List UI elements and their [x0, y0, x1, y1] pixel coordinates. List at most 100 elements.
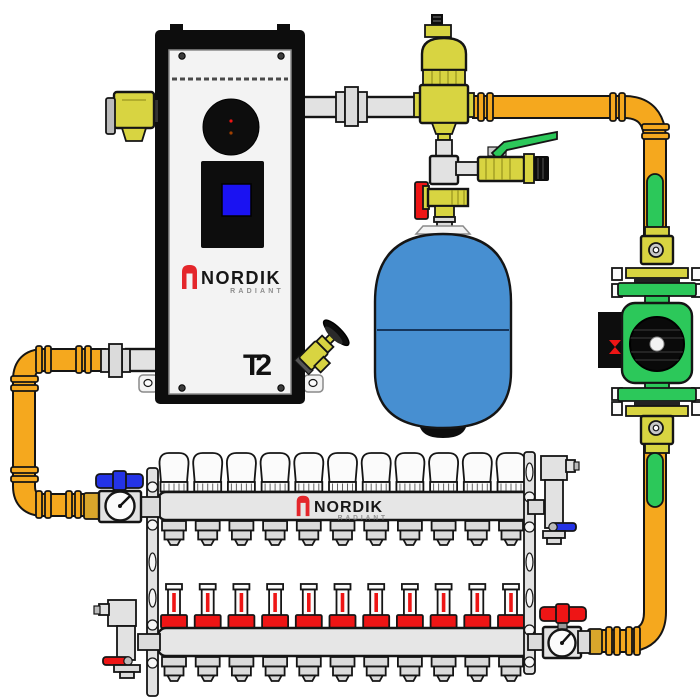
boiler-top-tab — [170, 24, 183, 32]
boiler-drain-valve — [293, 319, 350, 376]
manifold-outlet — [363, 520, 390, 532]
pipe-union — [335, 91, 346, 123]
manifold-outlet — [295, 520, 322, 532]
return-pipe-right-lower — [587, 440, 667, 656]
manifold-outlet — [464, 656, 491, 668]
boiler-brand-logo: NORDIK RADIANT — [182, 265, 284, 295]
pump-shaft-cap — [649, 336, 665, 352]
manifold-outlet — [498, 656, 524, 668]
pipe-coupling — [477, 92, 485, 122]
auto-air-vent-cap — [431, 14, 443, 25]
supply-manifold-end-vent — [527, 455, 580, 545]
return-manifold-end-vent — [93, 599, 161, 679]
vent-body — [544, 479, 564, 529]
sight-glass — [202, 98, 260, 156]
manifold-outlet — [430, 656, 457, 668]
flow-meter-level — [475, 593, 480, 612]
actuator-cap — [495, 452, 527, 483]
flow-meter-base — [227, 614, 256, 629]
return-manifold-bar — [156, 626, 532, 658]
actuator-cap — [192, 452, 224, 483]
flow-meter-level — [307, 593, 311, 612]
actuator-cap — [158, 452, 190, 483]
actuator-cap — [360, 452, 392, 483]
pipe-coupling — [35, 490, 43, 519]
boiler-brand-tagline: RADIANT — [230, 288, 284, 295]
pump-indicator — [609, 340, 621, 347]
flow-meters — [160, 583, 525, 629]
pipe-coupling — [625, 626, 633, 656]
tank-valve-body — [426, 187, 470, 208]
pipe-coupling — [10, 375, 39, 383]
actuator-cap — [225, 452, 257, 483]
display-screen — [221, 183, 252, 217]
flow-meter-level — [408, 593, 412, 612]
manifold-outlet — [161, 520, 187, 532]
manifold-outlet — [161, 656, 187, 668]
manifold-outlet — [295, 656, 322, 668]
fill-valve-body — [476, 155, 526, 183]
actuator-cap — [293, 452, 325, 483]
nordik-n-icon — [182, 265, 197, 289]
manifold-outlet — [262, 656, 289, 668]
return-manifold-outlet-valve — [527, 603, 591, 660]
pipe-coupling — [609, 92, 617, 122]
boiler-supply-pipe — [301, 86, 423, 127]
manifold-outlet — [228, 520, 255, 532]
manifold-brand: NORDIK — [314, 499, 383, 516]
flow-meter-base — [328, 614, 357, 629]
return-outlets — [161, 656, 524, 682]
actuator-cap — [394, 452, 426, 483]
brass-adapter — [83, 492, 101, 520]
vent-hex — [424, 24, 452, 38]
flow-meter-level — [340, 593, 345, 612]
pipe-coupling — [10, 466, 39, 474]
fill-valve — [476, 130, 558, 184]
vent-head — [540, 455, 568, 481]
pipe-coupling — [641, 123, 670, 131]
manifold-brand-logo: NORDIK RADIANT — [296, 495, 385, 522]
pipe-coupling — [605, 626, 613, 656]
nordik-n-icon — [296, 495, 310, 517]
vent-head — [107, 599, 137, 627]
actuator-cap — [259, 452, 291, 483]
flow-meter-level — [441, 593, 446, 612]
manifold-outlet — [363, 656, 390, 668]
flow-meter-base — [261, 614, 290, 629]
flow-meter-level — [239, 593, 244, 612]
relief-discharge — [120, 127, 148, 142]
separator-body — [418, 83, 470, 125]
flow-meter-level — [374, 593, 378, 612]
manifold-outlet — [430, 520, 457, 532]
actuator-cap — [461, 452, 493, 483]
actuator-cap — [428, 452, 460, 483]
supply-manifold-inlet-valve — [95, 470, 161, 524]
screw — [277, 52, 285, 60]
return-manifold — [156, 583, 532, 682]
screw — [178, 52, 186, 60]
separator-dome — [420, 36, 468, 72]
flow-meter-base — [294, 614, 323, 629]
flow-meter-base — [497, 614, 525, 629]
actuator-cap — [327, 452, 358, 483]
flow-meter-base — [463, 614, 492, 629]
fill-tee — [428, 139, 479, 186]
flow-meter-level — [509, 593, 513, 612]
flow-meter-base — [160, 614, 188, 629]
manifold-outlet — [194, 656, 221, 668]
pipe-coupling — [65, 490, 73, 519]
flow-meter-level — [205, 593, 210, 612]
vent-body — [116, 625, 136, 661]
return-pipe-right-upper — [472, 92, 670, 244]
manifold-outlet — [329, 656, 356, 668]
relief-lever — [105, 97, 116, 135]
pipe-coupling — [35, 345, 43, 374]
pipe-union — [100, 348, 110, 373]
flow-meter-base — [193, 614, 222, 629]
screw — [178, 384, 186, 392]
manifold-outlet — [194, 520, 221, 532]
flow-meter-base — [429, 614, 458, 629]
valve-handle-green — [646, 452, 664, 508]
